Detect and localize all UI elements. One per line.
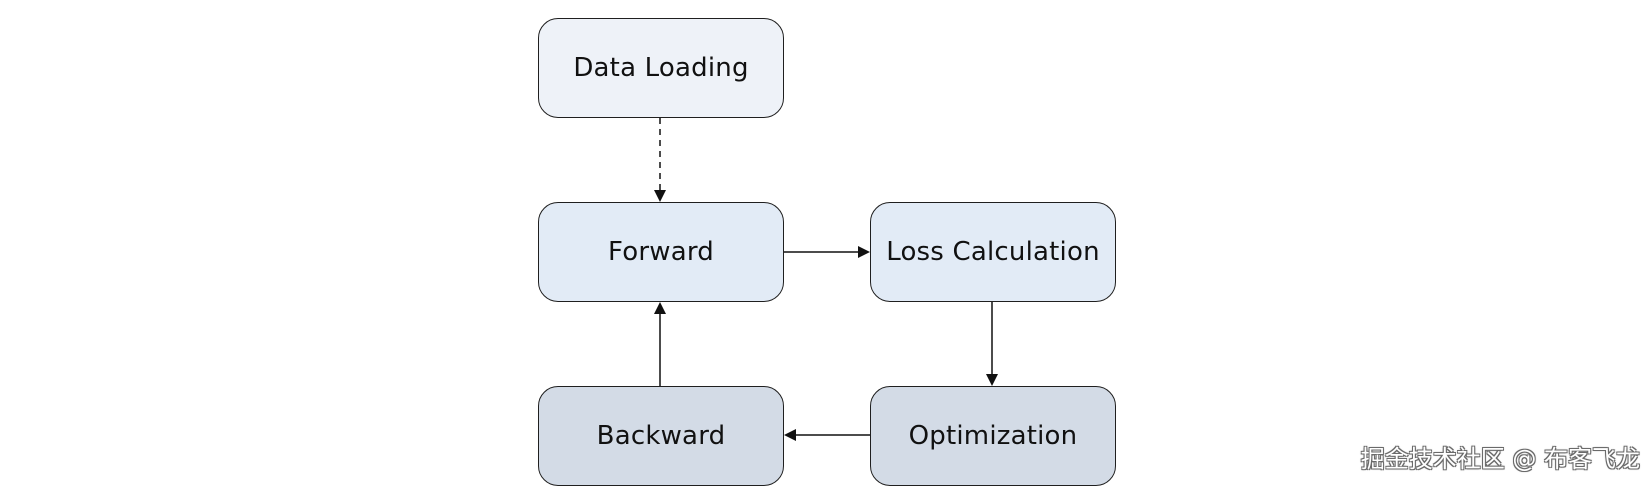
node-forward-label: Forward [608, 237, 714, 267]
node-loss-calculation: Loss Calculation [870, 202, 1116, 302]
node-loss-calculation-label: Loss Calculation [886, 237, 1100, 267]
watermark: 掘金技术社区 @ 布客飞龙 [1360, 445, 1640, 473]
node-data-loading: Data Loading [538, 18, 784, 118]
node-optimization: Optimization [870, 386, 1116, 486]
node-backward-label: Backward [596, 421, 726, 451]
node-backward: Backward [538, 386, 784, 486]
node-forward: Forward [538, 202, 784, 302]
node-data-loading-label: Data Loading [573, 53, 749, 83]
node-optimization-label: Optimization [908, 421, 1078, 451]
